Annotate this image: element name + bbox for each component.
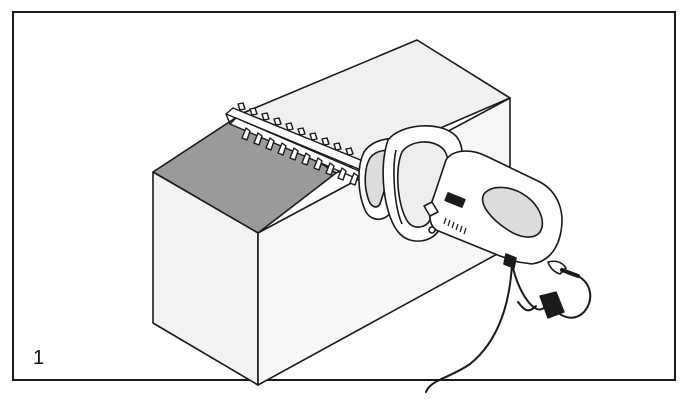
figure-number: 1 xyxy=(33,347,45,369)
figure-frame xyxy=(12,11,676,381)
motor-housing xyxy=(423,150,567,275)
power-cord xyxy=(425,263,592,393)
